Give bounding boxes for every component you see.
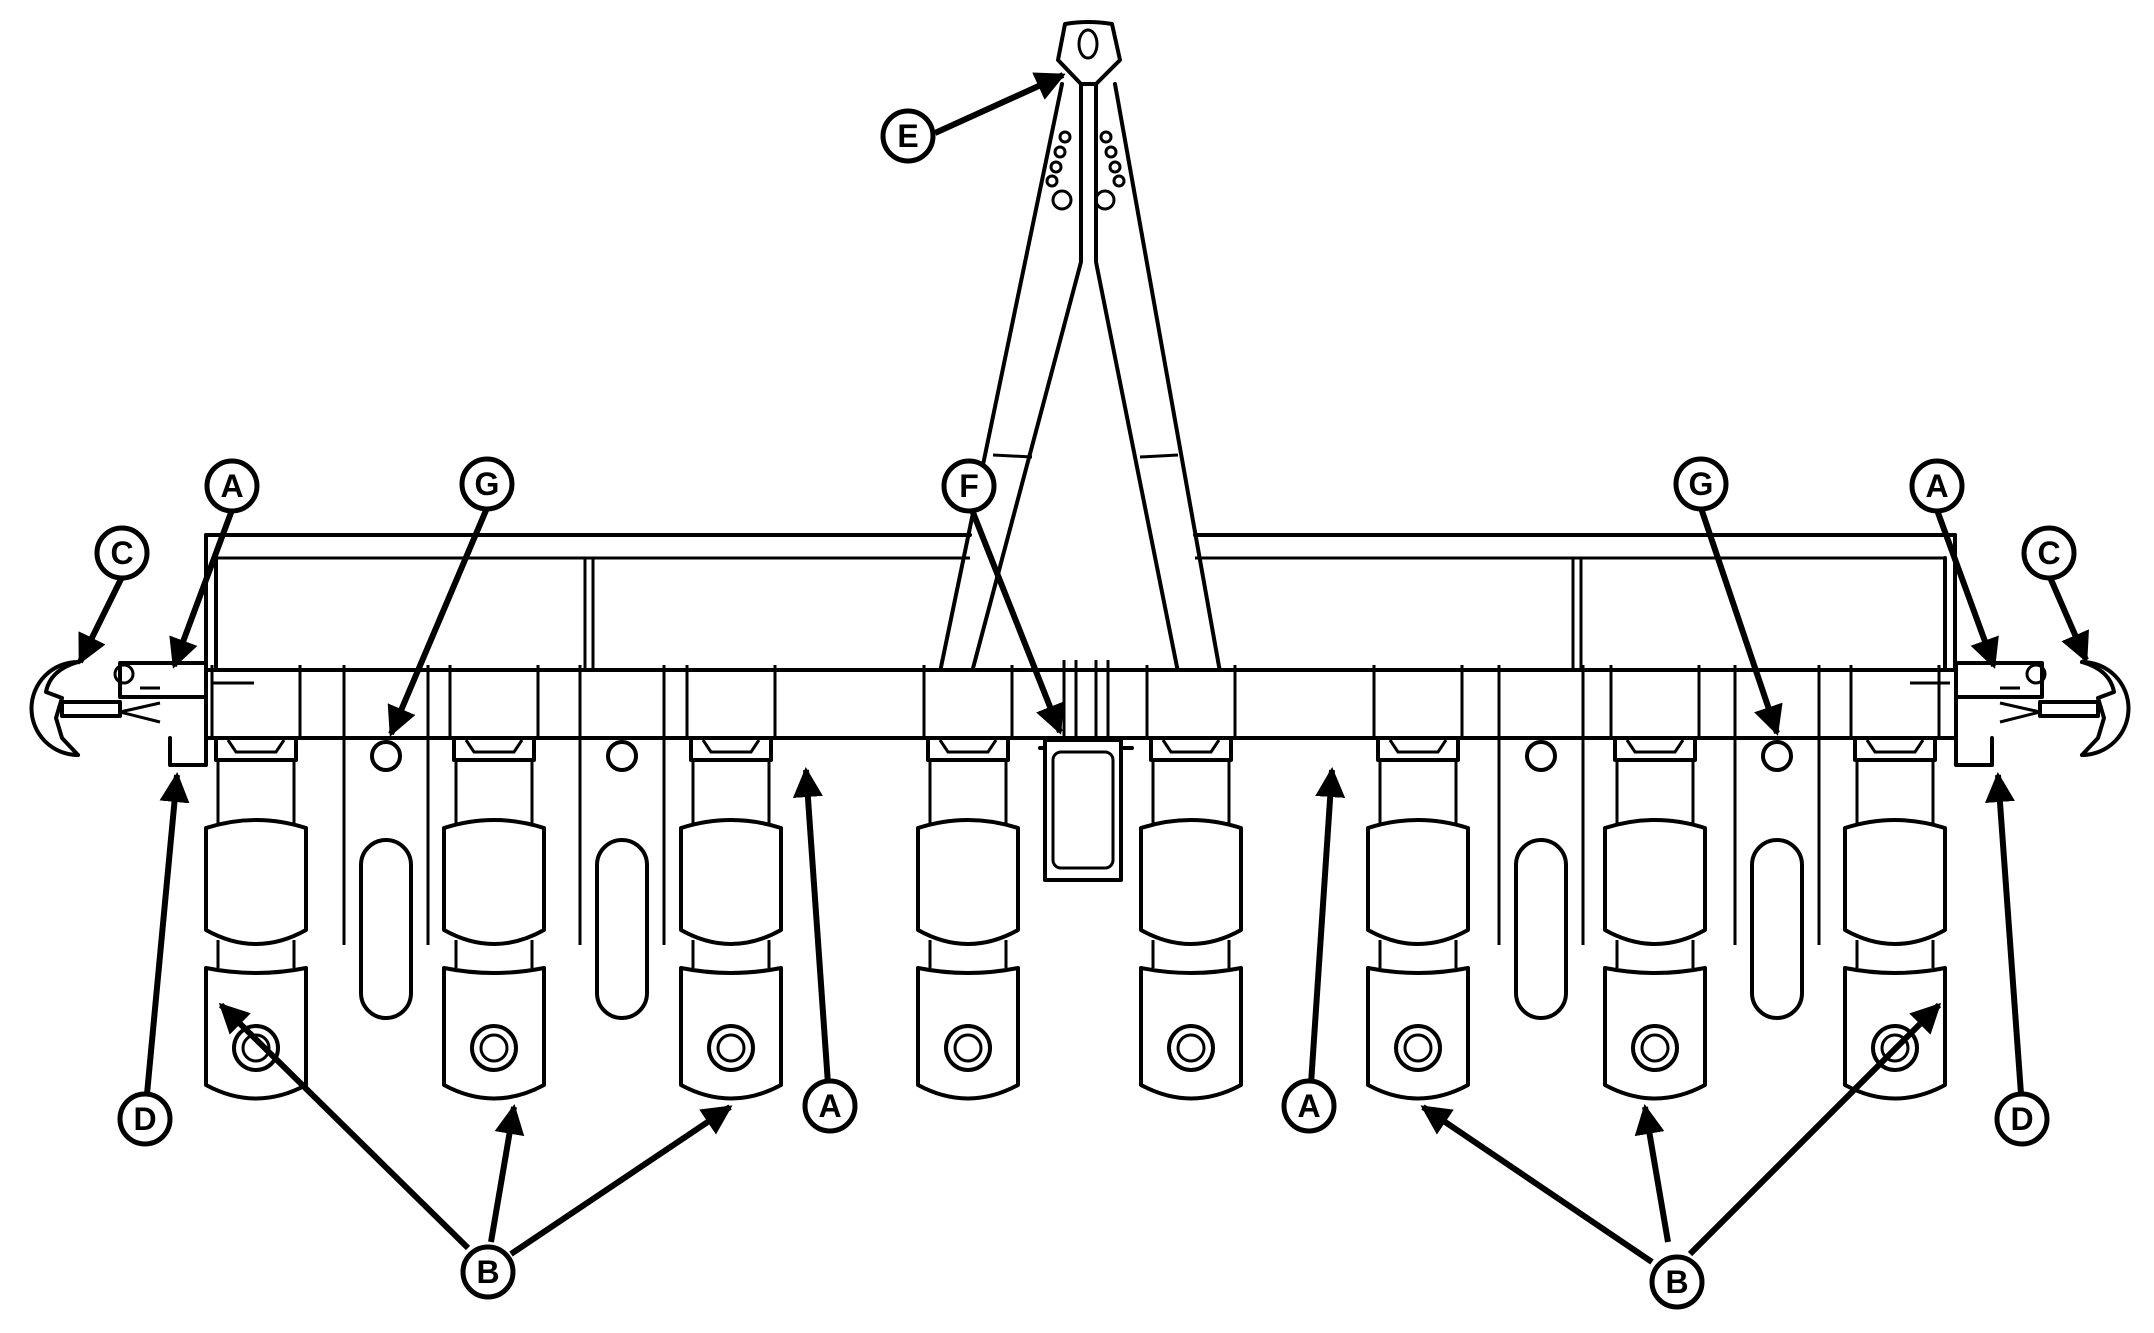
row-unit [1843, 665, 1947, 1101]
row-unit [1139, 665, 1243, 1101]
row-unit [442, 665, 546, 1101]
leader-arrows [77, 72, 2089, 1265]
toolbar-frame [118, 533, 2044, 767]
marker-wheel-right [1999, 660, 2131, 757]
arrow-b-left-2 [488, 1104, 525, 1243]
callout-circle [880, 108, 936, 164]
row-unit [1603, 665, 1707, 1101]
callout-d: D [1994, 1091, 2050, 1147]
row-unit [204, 665, 308, 1101]
callout-circle [459, 456, 515, 512]
callout-circle [117, 1091, 173, 1147]
callout-b: B [460, 1244, 516, 1300]
callout-letter: A [818, 1088, 841, 1124]
callout-c: C [2021, 525, 2077, 581]
callout-a: A [204, 458, 260, 514]
arrow-e [933, 72, 1066, 136]
arrow-d-right [1984, 772, 2024, 1095]
callout-f: F [941, 458, 997, 514]
callout-a: A [802, 1078, 858, 1134]
callout-circle [1649, 1254, 1705, 1310]
callout-b: B [1649, 1254, 1705, 1310]
callout-circle [1909, 458, 1965, 514]
arrow-f [969, 508, 1064, 735]
hitch-holes [1045, 130, 1126, 211]
gauge-wheel-unit [331, 665, 441, 1020]
arrow-a-mid-left [792, 767, 831, 1085]
callout-letter: D [133, 1101, 156, 1137]
arrow-g-left [387, 506, 490, 737]
arrow-g-right [1698, 507, 1783, 736]
row-unit [1366, 665, 1470, 1101]
callout-circle [204, 458, 260, 514]
arrow-b-right-2 [1634, 1104, 1671, 1243]
arrow-a-left [169, 508, 235, 669]
callout-letter: C [2037, 535, 2060, 571]
gauge-wheel-unit [567, 665, 677, 1020]
callout-circle [2021, 525, 2077, 581]
callout-g: G [1673, 456, 1729, 512]
arrow-c-left [77, 575, 125, 665]
callout-a: A [1909, 458, 1965, 514]
arrow-b-left-3 [509, 1104, 733, 1257]
gauge-wheel-unit [1722, 665, 1832, 1020]
callout-letter: A [220, 468, 243, 504]
row-unit [679, 665, 783, 1101]
arrow-b-right-3 [1687, 1002, 1942, 1257]
callout-circle [941, 458, 997, 514]
callout-letter: G [475, 466, 500, 502]
callout-letter: C [110, 535, 133, 571]
callout-a: A [1281, 1078, 1337, 1134]
arrow-b-left-1 [218, 1002, 471, 1251]
callout-circle [460, 1244, 516, 1300]
callout-circle [1281, 1078, 1337, 1134]
callout-letter: B [476, 1254, 499, 1290]
drive-assembly [1038, 660, 1134, 882]
arrow-a-mid-right [1308, 767, 1346, 1085]
callout-letter: A [1297, 1088, 1320, 1124]
callout-circle [94, 525, 150, 581]
arrow-b-right-1 [1420, 1104, 1654, 1265]
callout-circle [1994, 1091, 2050, 1147]
callout-e: E [880, 108, 936, 164]
arrow-d-left [144, 772, 190, 1095]
callout-circle [802, 1078, 858, 1134]
callout-c: C [94, 525, 150, 581]
callout-labels: E C A G F G A C D A A D B B [94, 108, 2077, 1310]
callout-letter: E [897, 118, 918, 154]
row-unit [916, 665, 1020, 1101]
gauge-wheel-unit [1486, 665, 1596, 1020]
row-units [204, 665, 1947, 1101]
marker-wheel-left [29, 660, 161, 757]
arrow-c-right [2046, 573, 2089, 663]
callout-letter: F [959, 468, 979, 504]
arrow-a-right [1934, 508, 1999, 669]
callout-letter: D [2010, 1101, 2033, 1137]
callout-g: G [459, 456, 515, 512]
callout-letter: G [1689, 466, 1714, 502]
callout-letter: A [1925, 468, 1948, 504]
callout-circle [1673, 456, 1729, 512]
callout-d: D [117, 1091, 173, 1147]
hitch-tongue [938, 20, 1222, 674]
callout-letter: B [1665, 1264, 1688, 1300]
